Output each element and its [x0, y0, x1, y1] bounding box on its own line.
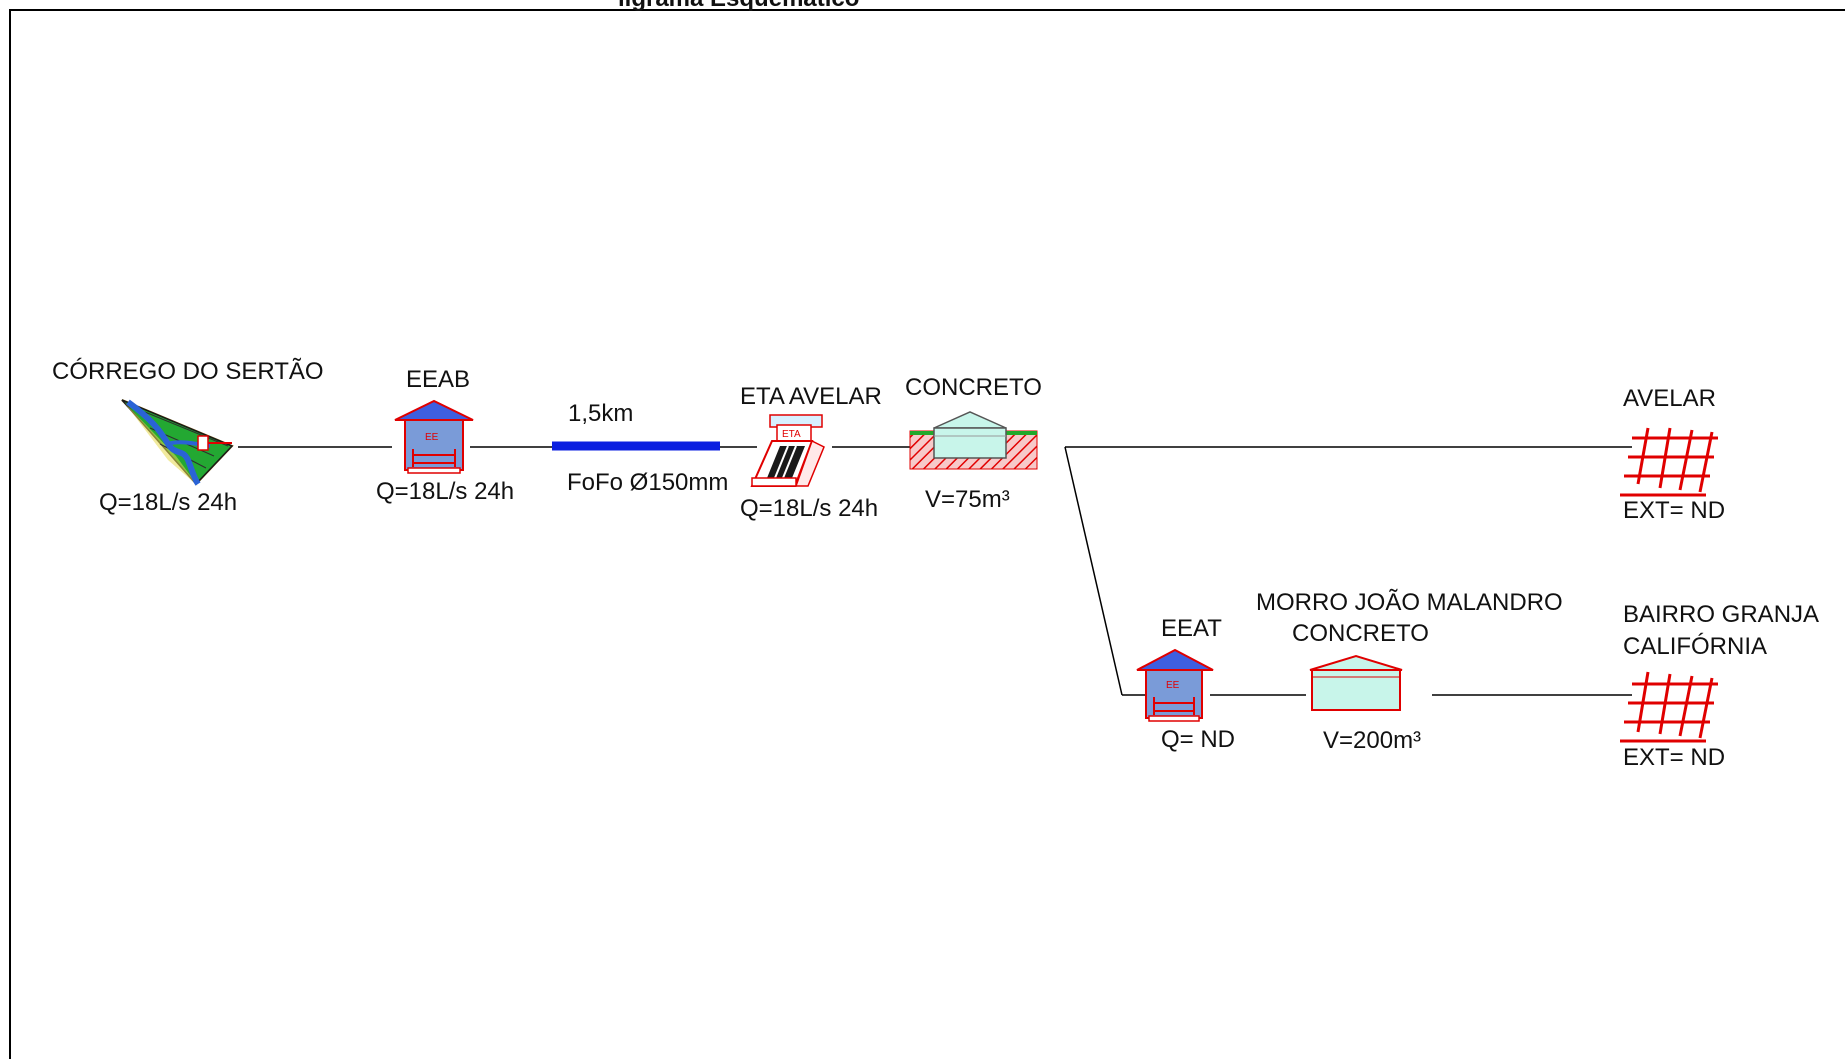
svg-text:EE: EE	[1166, 680, 1180, 691]
eeat-name: EEAT	[1161, 615, 1222, 642]
granja-name-line1: BAIRRO GRANJA	[1623, 601, 1819, 628]
source-name: CÓRREGO DO SERTÃO	[52, 358, 324, 385]
svg-text:ETA: ETA	[782, 429, 801, 440]
pump-station-icon: EE	[394, 399, 474, 474]
pipe-spec: FoFo Ø150mm	[567, 469, 728, 496]
eeab-name: EEAB	[406, 366, 470, 393]
avelar-ext: EXT= ND	[1623, 497, 1725, 524]
buried-reservoir-icon	[909, 411, 1038, 470]
avelar-name: AVELAR	[1623, 385, 1716, 412]
reservoir2-name-line2: CONCRETO	[1292, 620, 1429, 647]
line-branch-diagonal	[1064, 446, 1123, 696]
eeat-flow: Q= ND	[1161, 726, 1235, 753]
pump-station-icon: EE	[1136, 648, 1214, 722]
distribution-network-icon	[1620, 427, 1718, 497]
reservoir1-name: CONCRETO	[905, 374, 1042, 401]
eta-name: ETA AVELAR	[740, 383, 882, 410]
reservoir1-volume: V=75m³	[925, 486, 1010, 513]
eeab-flow: Q=18L/s 24h	[376, 478, 514, 505]
page-frame	[9, 9, 1845, 1059]
reservoir2-volume: V=200m³	[1323, 727, 1421, 754]
granja-ext: EXT= ND	[1623, 744, 1725, 771]
svg-text:EE: EE	[425, 432, 439, 443]
source-flow: Q=18L/s 24h	[99, 489, 237, 516]
eta-flow: Q=18L/s 24h	[740, 495, 878, 522]
treatment-plant-icon: ETA	[750, 414, 825, 487]
reservoir2-name-line1: MORRO JOÃO MALANDRO	[1256, 589, 1563, 616]
elevated-reservoir-icon	[1309, 654, 1403, 711]
pipe-length: 1,5km	[568, 400, 633, 427]
page-title-fragment: ligrama Esquemático	[618, 0, 859, 12]
stream-intake-icon	[121, 399, 234, 486]
granja-name-line2: CALIFÓRNIA	[1623, 633, 1767, 660]
distribution-network-icon	[1620, 671, 1718, 743]
